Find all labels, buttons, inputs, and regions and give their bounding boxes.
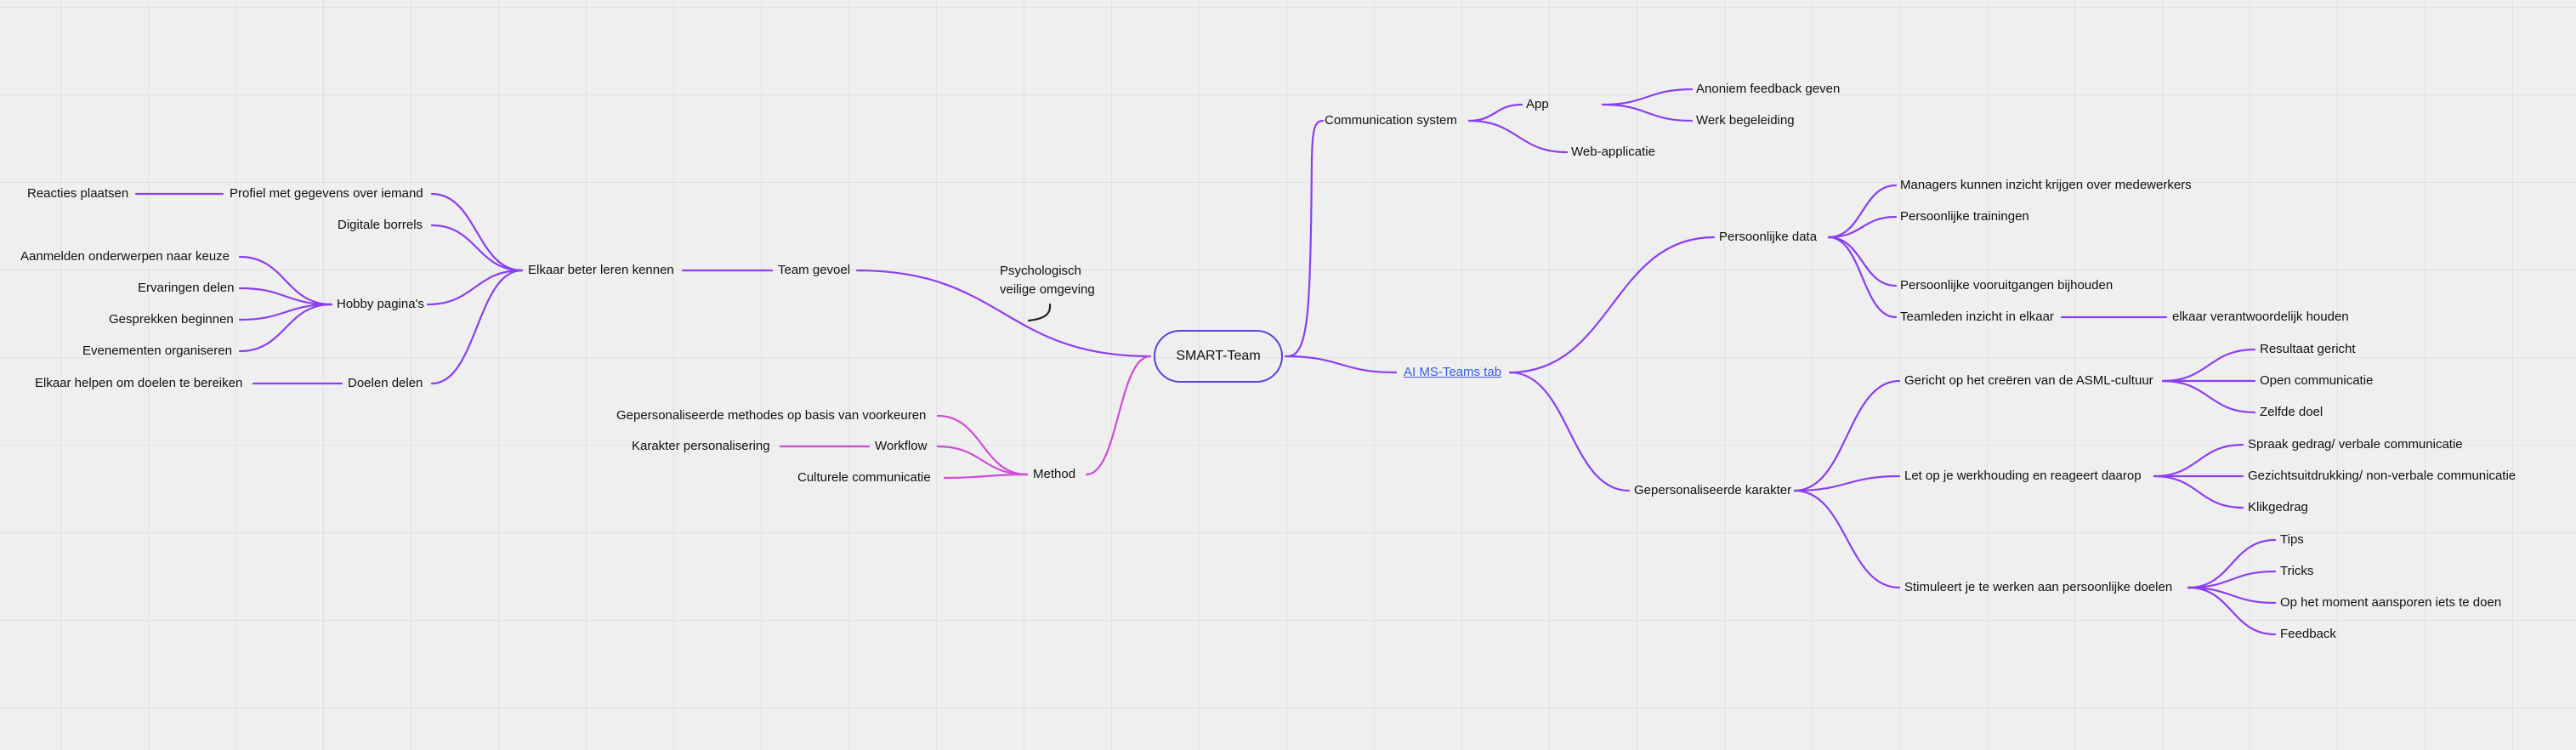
node-elkaar-verantwoordelijk[interactable]: elkaar verantwoordelijk houden	[2172, 310, 2349, 324]
edge-center-ms-teams	[1284, 355, 1398, 374]
edge-stim-tricks	[2187, 570, 2277, 589]
node-method[interactable]: Method	[1033, 467, 1076, 481]
node-karakter-personalisering[interactable]: Karakter personalisering	[632, 439, 770, 453]
node-culturele-communicatie[interactable]: Culturele communicatie	[797, 470, 931, 485]
node-communication-system[interactable]: Communication system	[1325, 113, 1457, 128]
node-aansporen[interactable]: Op het moment aansporen iets te doen	[2280, 595, 2502, 610]
edge-center-communication	[1286, 119, 1325, 358]
node-open-communicatie[interactable]: Open communicatie	[2260, 373, 2374, 388]
node-gezichtsuitdrukking[interactable]: Gezichtsuitdrukking/ non-verbale communi…	[2248, 469, 2516, 483]
node-app[interactable]: App	[1526, 97, 1549, 111]
node-tricks[interactable]: Tricks	[2280, 564, 2314, 578]
edge-hobby-evenementen	[238, 303, 333, 353]
edge-app-anoniem	[1601, 88, 1694, 106]
node-gepersonaliseerde-karakter[interactable]: Gepersonaliseerde karakter	[1634, 483, 1792, 497]
node-werkhouding[interactable]: Let op je werkhouding en reageert daarop	[1904, 469, 2142, 483]
annotation-note[interactable]: Psychologisch veilige omgeving	[1000, 262, 1095, 299]
node-asml-cultuur[interactable]: Gericht op het creëren van de ASML-cultu…	[1904, 373, 2153, 388]
node-tips[interactable]: Tips	[2280, 532, 2304, 547]
edge-werk-klik	[2153, 474, 2244, 509]
node-feedback[interactable]: Feedback	[2280, 627, 2336, 641]
node-werk-begeleiding[interactable]: Werk begeleiding	[1696, 113, 1795, 128]
edge-method-methodes	[936, 414, 1029, 476]
node-elkaar-leren-kennen[interactable]: Elkaar beter leren kennen	[528, 263, 674, 277]
edge-app-werk	[1601, 103, 1694, 122]
edge-teams-persoonlijke-data	[1508, 236, 1716, 374]
node-teamleden-inzicht[interactable]: Teamleden inzicht in elkaar	[1900, 310, 2054, 324]
node-hobby-paginas[interactable]: Hobby pagina's	[337, 297, 424, 311]
edge-karakter-werkhouding	[1793, 474, 1901, 492]
edge-karakter-stimuleert	[1793, 489, 1901, 589]
edge-pd-trainingen	[1827, 215, 1898, 239]
node-persoonlijke-vooruitgangen[interactable]: Persoonlijke vooruitgangen bijhouden	[1900, 278, 2114, 293]
node-aanmelden-onderwerpen[interactable]: Aanmelden onderwerpen naar keuze	[20, 249, 230, 264]
node-evenementen-organiseren[interactable]: Evenementen organiseren	[82, 344, 232, 358]
node-gepersonaliseerde-methodes[interactable]: Gepersonaliseerde methodes op basis van …	[616, 408, 927, 423]
node-web-applicatie[interactable]: Web-applicatie	[1571, 145, 1655, 159]
central-topic-label: SMART-Team	[1176, 349, 1261, 363]
edge-comm-app	[1467, 103, 1523, 122]
central-topic-node[interactable]: SMART-Team	[1154, 330, 1283, 383]
node-persoonlijke-trainingen[interactable]: Persoonlijke trainingen	[1900, 209, 2029, 224]
node-elkaar-helpen[interactable]: Elkaar helpen om doelen te bereiken	[35, 376, 243, 390]
node-ai-ms-teams-tab-link[interactable]: AI MS-Teams tab	[1404, 365, 1502, 379]
edge-stim-feedback	[2187, 586, 2277, 636]
edge-leren-borrels	[430, 224, 524, 272]
node-ervaringen-delen[interactable]: Ervaringen delen	[138, 281, 235, 295]
node-spraak-gedrag[interactable]: Spraak gedrag/ verbale communicatie	[2248, 437, 2463, 452]
node-digitale-borrels[interactable]: Digitale borrels	[338, 218, 423, 232]
edge-pd-managers	[1827, 184, 1898, 239]
annotation-line-1: Psychologisch	[1000, 264, 1081, 278]
node-klikgedrag[interactable]: Klikgedrag	[2248, 500, 2308, 514]
edge-werk-spraak	[2153, 443, 2244, 478]
edge-center-team-gevoel	[855, 269, 1152, 358]
edge-leren-doelen	[430, 269, 524, 385]
edge-comm-web	[1467, 119, 1569, 154]
node-doelen-delen[interactable]: Doelen delen	[348, 376, 423, 390]
edge-method-culturele	[943, 473, 1029, 480]
edge-leren-profiel	[430, 192, 524, 272]
edge-teams-karakter	[1508, 371, 1631, 492]
node-profiel[interactable]: Profiel met gegevens over iemand	[230, 186, 423, 201]
node-managers-inzicht[interactable]: Managers kunnen inzicht krijgen over med…	[1900, 178, 2192, 192]
edge-hobby-aanmelden	[238, 255, 333, 306]
edge-asml-zelfde	[2161, 379, 2256, 414]
edge-pd-teamleden	[1827, 236, 1898, 319]
edge-center-method	[1085, 355, 1152, 476]
annotation-arrow	[1027, 303, 1052, 322]
node-stimuleert[interactable]: Stimuleert je te werken aan persoonlijke…	[1904, 580, 2173, 594]
edge-method-workflow	[936, 445, 1029, 476]
edge-hobby-gesprekken	[238, 303, 333, 321]
node-team-gevoel[interactable]: Team gevoel	[778, 263, 851, 277]
node-workflow[interactable]: Workflow	[875, 439, 928, 453]
node-zelfde-doel[interactable]: Zelfde doel	[2260, 405, 2324, 419]
edge-hobby-ervaringen	[238, 287, 333, 306]
edge-leren-hobby	[426, 269, 524, 306]
node-gesprekken-beginnen[interactable]: Gesprekken beginnen	[109, 312, 234, 327]
annotation-line-2: veilige omgeving	[1000, 282, 1095, 297]
edge-stim-tips	[2187, 538, 2277, 589]
edge-karakter-asml	[1793, 379, 1901, 492]
node-anoniem-feedback[interactable]: Anoniem feedback geven	[1696, 82, 1841, 96]
node-persoonlijke-data[interactable]: Persoonlijke data	[1719, 230, 1818, 244]
edge-asml-resultaat	[2161, 348, 2256, 383]
node-reacties-plaatsen[interactable]: Reacties plaatsen	[27, 186, 129, 201]
node-resultaat-gericht[interactable]: Resultaat gericht	[2260, 342, 2356, 356]
